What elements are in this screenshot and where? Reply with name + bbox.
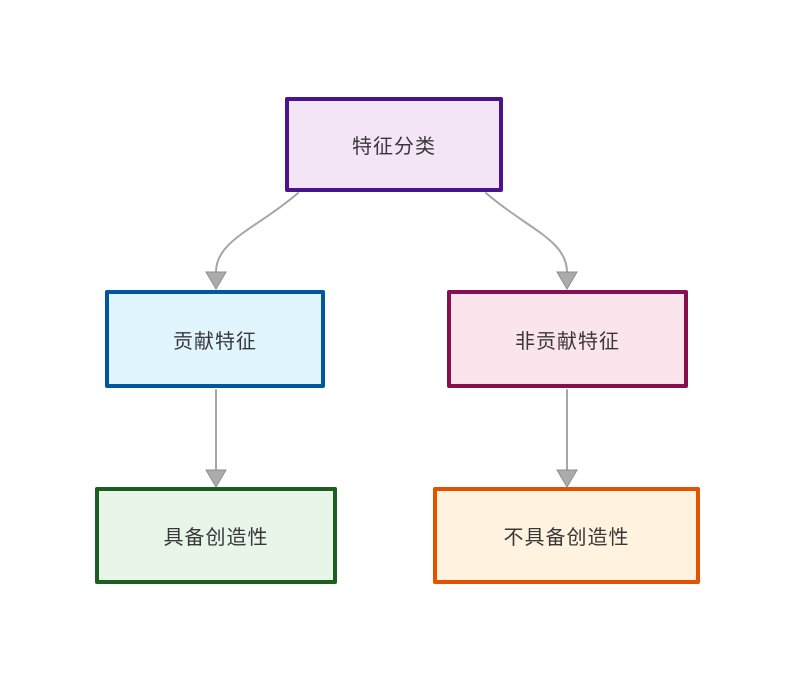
node-contribution-feature: 贡献特征	[105, 290, 325, 388]
node-non-contribution-feature: 非贡献特征	[447, 290, 688, 388]
node-label: 非贡献特征	[515, 330, 620, 353]
arrowhead-icon	[556, 271, 578, 290]
arrowhead-icon	[556, 469, 578, 488]
node-feature-classification: 特征分类	[285, 97, 503, 192]
edge-classification-to-contribution	[215, 192, 299, 273]
node-label: 贡献特征	[173, 330, 257, 353]
node-label: 具备创造性	[163, 527, 269, 549]
arrowhead-icon	[205, 271, 227, 290]
node-no-creativity: 不具备创造性	[433, 487, 700, 584]
arrowhead-icon	[205, 469, 227, 488]
edge-classification-to-non-contribution	[485, 192, 568, 273]
node-label: 特征分类	[352, 136, 436, 158]
node-label: 不具备创造性	[503, 527, 630, 549]
node-has-creativity: 具备创造性	[95, 487, 337, 584]
